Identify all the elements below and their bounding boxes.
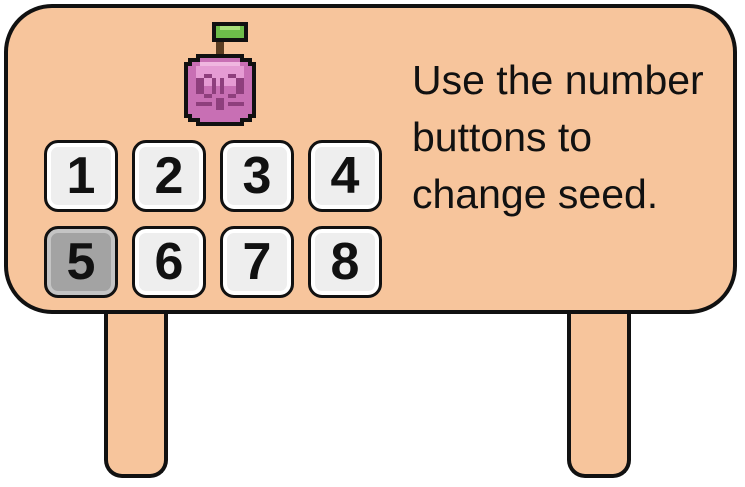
seed-number-buttons: 1 2 3 4 5 6 7 8 (44, 140, 390, 304)
instruction-text: Use the number buttons to change seed. (412, 57, 704, 217)
sign-post-left (104, 300, 168, 478)
instruction-sign: 1 2 3 4 5 6 7 8 Use the number buttons t… (4, 4, 737, 314)
sign-post-right (567, 300, 631, 478)
seed-button-5[interactable]: 5 (44, 226, 118, 298)
seed-button-7[interactable]: 7 (220, 226, 294, 298)
seed-button-6[interactable]: 6 (132, 226, 206, 298)
seed-button-2[interactable]: 2 (132, 140, 206, 212)
pixel-fruit-seed-icon (184, 22, 256, 126)
seed-button-3[interactable]: 3 (220, 140, 294, 212)
seed-button-1[interactable]: 1 (44, 140, 118, 212)
seed-button-8[interactable]: 8 (308, 226, 382, 298)
seed-button-4[interactable]: 4 (308, 140, 382, 212)
